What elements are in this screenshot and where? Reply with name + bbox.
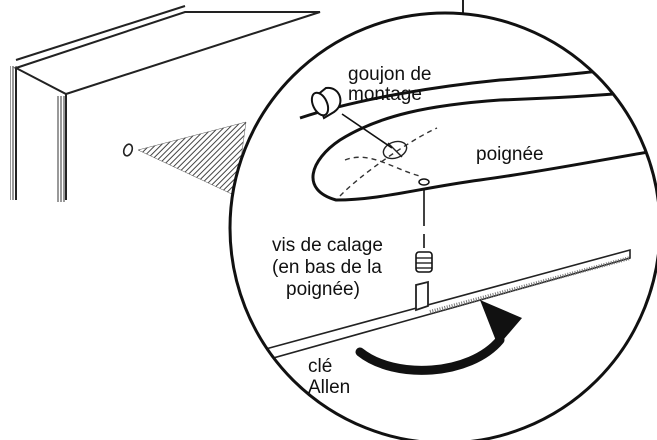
peg-leader-line xyxy=(341,113,393,149)
magnifier-circle-outline xyxy=(228,11,657,440)
allen-key-short-arm xyxy=(415,280,429,312)
label-set-screw-line3: poignée) xyxy=(286,279,360,300)
screw-hole-mark xyxy=(418,178,430,186)
cabinet-side-hatch xyxy=(10,66,18,200)
magnified-detail xyxy=(228,11,657,440)
label-set-screw-line1: vis de calage xyxy=(272,235,383,256)
screw-icon xyxy=(415,251,433,273)
curved-arrow-icon xyxy=(355,335,505,375)
peg-icon xyxy=(310,86,342,120)
peg-socket-cross1 xyxy=(387,142,403,158)
label-allen-key-line1: clé xyxy=(308,356,332,377)
label-allen-key-line2: Allen xyxy=(308,377,350,398)
label-set-screw-line2: (en bas de la xyxy=(272,257,382,278)
curved-arrow-head-icon xyxy=(480,300,522,346)
handle-body xyxy=(311,88,657,202)
allen-key-rod-shade xyxy=(429,256,631,314)
cabinet-front-hatch xyxy=(56,96,66,202)
cabinet-top-face xyxy=(13,11,321,96)
label-mounting-peg-line1: goujon de xyxy=(348,64,431,85)
hidden-peg-socket xyxy=(339,127,438,197)
magnifier-circle-bg xyxy=(230,13,657,440)
label-handle: poignée xyxy=(476,144,544,165)
cabinet-top-edge xyxy=(15,5,186,61)
label-mounting-peg-line2: montage xyxy=(348,84,422,105)
magnifier-wedge xyxy=(137,121,247,197)
mounting-hole-icon xyxy=(122,143,134,157)
peg-socket-mark xyxy=(382,140,408,160)
